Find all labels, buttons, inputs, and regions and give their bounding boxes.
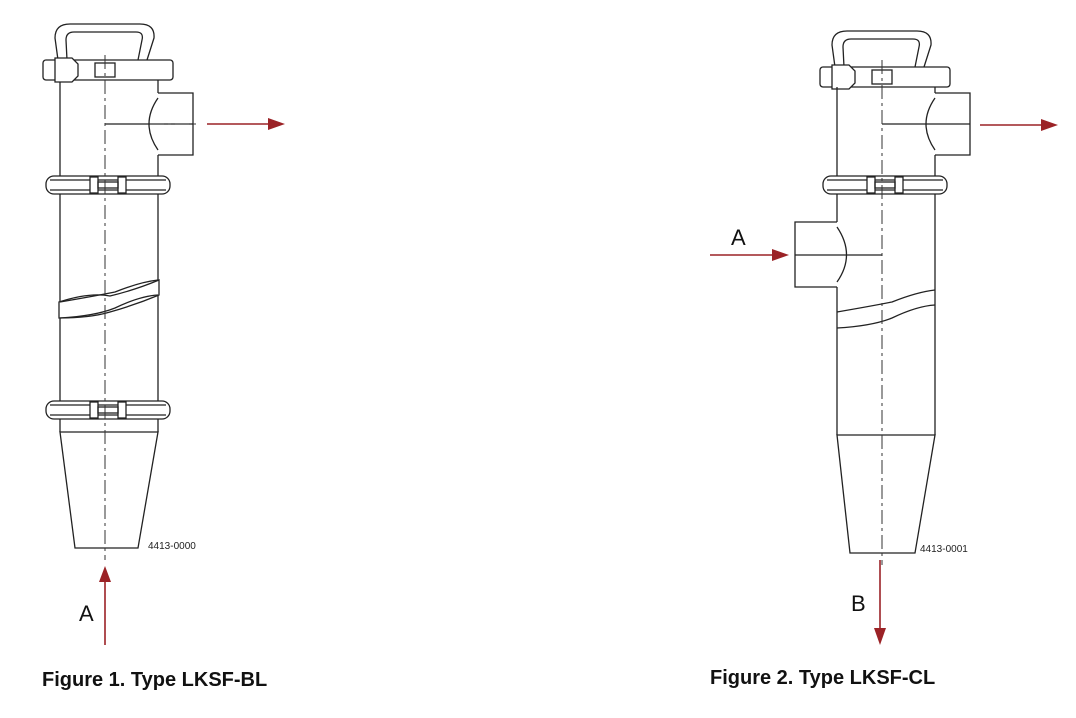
clamp-upper <box>822 175 948 195</box>
inlet-arrow <box>710 249 789 261</box>
body <box>794 87 971 554</box>
flow-label-b: B <box>851 591 866 616</box>
inlet-arrow <box>99 566 111 645</box>
drawing-number: 4413-0000 <box>148 541 196 552</box>
handle-and-top-clamp <box>819 30 951 90</box>
handle-and-top-clamp <box>42 23 174 83</box>
outlet-arrow <box>207 118 285 130</box>
figure-1-lksf-bl: 4413-0000 A Figure 1. Type LKSF-BL <box>42 23 285 691</box>
clamp-lower <box>45 400 171 420</box>
body <box>58 80 194 549</box>
figure-caption: Figure 1. Type LKSF-BL <box>42 669 267 691</box>
drawing-number: 4413-0001 <box>920 544 968 555</box>
flow-label-a: A <box>79 601 94 626</box>
figure-2-lksf-cl: 4413-0001 A B Figure 2. Type LKSF-CL <box>710 30 1058 689</box>
clamp-upper <box>45 175 171 195</box>
bottom-outlet-arrow <box>874 560 886 645</box>
figure-caption: Figure 2. Type LKSF-CL <box>710 667 935 689</box>
flow-label-a: A <box>731 225 746 250</box>
outlet-arrow <box>980 119 1058 131</box>
